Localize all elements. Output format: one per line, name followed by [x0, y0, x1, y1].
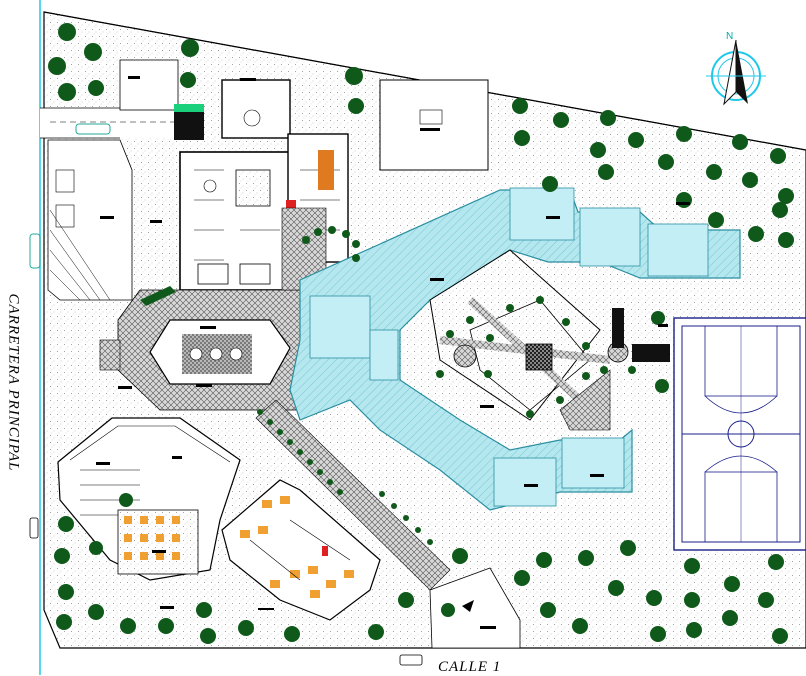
- tree-icon: [48, 23, 794, 644]
- admin-building: [174, 79, 489, 291]
- north-label: N: [726, 31, 734, 42]
- hedge-row: [140, 226, 636, 545]
- north-arrow-icon: [706, 39, 766, 106]
- annotation-marks: [96, 76, 690, 629]
- car-icon: [29, 123, 423, 666]
- main-classroom-building: [289, 187, 741, 511]
- central-plaza: [99, 207, 451, 591]
- street-label: CALLE 1: [438, 659, 502, 675]
- entry-access: [429, 567, 521, 649]
- cafeteria-building: [57, 417, 241, 581]
- inner-courtyard: [429, 249, 670, 431]
- main-road-label: CARRETERA PRINCIPAL: [5, 293, 22, 472]
- sports-court: [673, 317, 806, 551]
- parking-area: [47, 59, 179, 301]
- workshop-building: [221, 479, 381, 621]
